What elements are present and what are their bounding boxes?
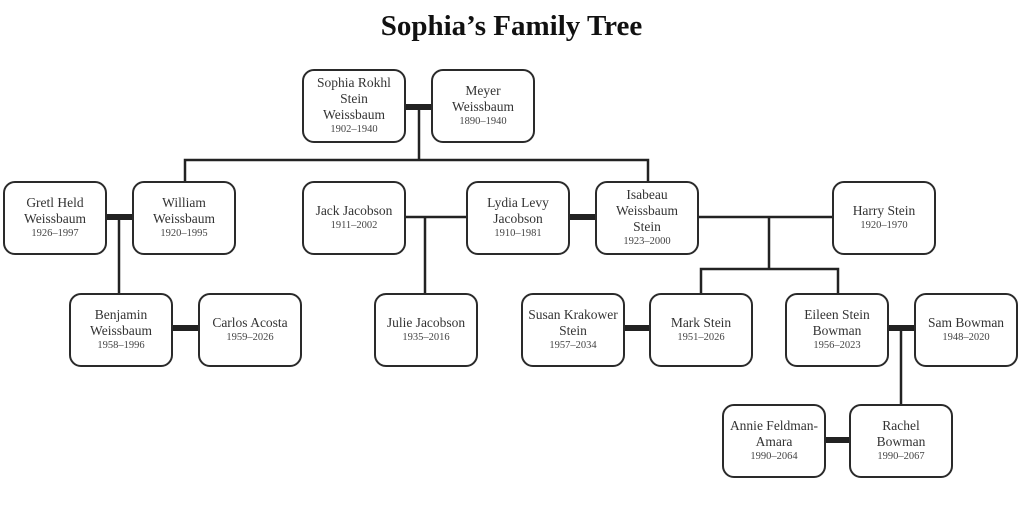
person-name: Sam Bowman	[927, 315, 1005, 330]
person-box-gretl[interactable]: Gretl Held Weissbaum 1926–1997	[3, 181, 107, 255]
person-box-isabeau[interactable]: Isabeau Weissbaum Stein 1923–2000	[595, 181, 699, 255]
person-box-sam[interactable]: Sam Bowman 1948–2020	[914, 293, 1018, 367]
person-name: Susan Krakower Stein	[528, 307, 618, 338]
person-dates: 1935–2016	[402, 332, 450, 343]
person-dates: 1890–1940	[459, 116, 507, 127]
person-box-eileen[interactable]: Eileen Stein Bowman 1956–2023	[785, 293, 889, 367]
person-dates: 1910–1981	[494, 228, 542, 239]
person-name: William Weissbaum	[153, 195, 215, 226]
person-dates: 1911–2002	[330, 220, 378, 231]
person-name: Carlos Acosta	[212, 315, 288, 330]
person-box-lydia[interactable]: Lydia Levy Jacobson 1910–1981	[466, 181, 570, 255]
person-dates: 1958–1996	[97, 340, 145, 351]
person-box-william[interactable]: William Weissbaum 1920–1995	[132, 181, 236, 255]
person-name: Harry Stein	[852, 203, 916, 218]
person-dates: 1923–2000	[623, 236, 671, 247]
person-name: Jack Jacobson	[315, 203, 393, 218]
person-box-julie[interactable]: Julie Jacobson 1935–2016	[374, 293, 478, 367]
person-dates: 1951–2026	[677, 332, 725, 343]
person-name: Meyer Weissbaum	[452, 83, 514, 114]
descent-line	[699, 267, 840, 294]
person-name: Julie Jacobson	[386, 315, 466, 330]
person-box-rachel[interactable]: Rachel Bowman 1990–2067	[849, 404, 953, 478]
person-dates: 1920–1970	[860, 220, 908, 231]
person-box-harry[interactable]: Harry Stein 1920–1970	[832, 181, 936, 255]
person-dates: 1902–1940	[330, 124, 378, 135]
person-box-benjamin[interactable]: Benjamin Weissbaum 1958–1996	[69, 293, 173, 367]
person-name: Annie Feldman-Amara	[729, 418, 819, 449]
person-box-susan[interactable]: Susan Krakower Stein 1957–2034	[521, 293, 625, 367]
person-name: Benjamin Weissbaum	[90, 307, 152, 338]
person-name: Mark Stein	[670, 315, 732, 330]
person-dates: 1956–2023	[813, 340, 861, 351]
person-box-carlos[interactable]: Carlos Acosta 1959–2026	[198, 293, 302, 367]
person-dates: 1926–1997	[31, 228, 79, 239]
person-box-jack[interactable]: Jack Jacobson 1911–2002	[302, 181, 406, 255]
person-dates: 1920–1995	[160, 228, 208, 239]
person-dates: 1990–2064	[750, 451, 798, 462]
person-box-annie[interactable]: Annie Feldman-Amara 1990–2064	[722, 404, 826, 478]
person-name: Lydia Levy Jacobson	[487, 195, 549, 226]
person-box-sophia[interactable]: Sophia Rokhl Stein Weissbaum 1902–1940	[302, 69, 406, 143]
person-box-mark[interactable]: Mark Stein 1951–2026	[649, 293, 753, 367]
descent-line	[183, 158, 650, 181]
person-name: Gretl Held Weissbaum	[24, 195, 86, 226]
page-title: Sophia’s Family Tree	[380, 10, 643, 42]
person-name: Isabeau Weissbaum Stein	[616, 187, 678, 234]
person-dates: 1990–2067	[877, 451, 925, 462]
person-name: Rachel Bowman	[876, 418, 926, 449]
person-name: Sophia Rokhl Stein Weissbaum	[317, 75, 391, 122]
person-dates: 1948–2020	[942, 332, 990, 343]
person-name: Eileen Stein Bowman	[804, 307, 870, 338]
person-box-meyer[interactable]: Meyer Weissbaum 1890–1940	[431, 69, 535, 143]
person-dates: 1959–2026	[226, 332, 274, 343]
person-dates: 1957–2034	[549, 340, 597, 351]
